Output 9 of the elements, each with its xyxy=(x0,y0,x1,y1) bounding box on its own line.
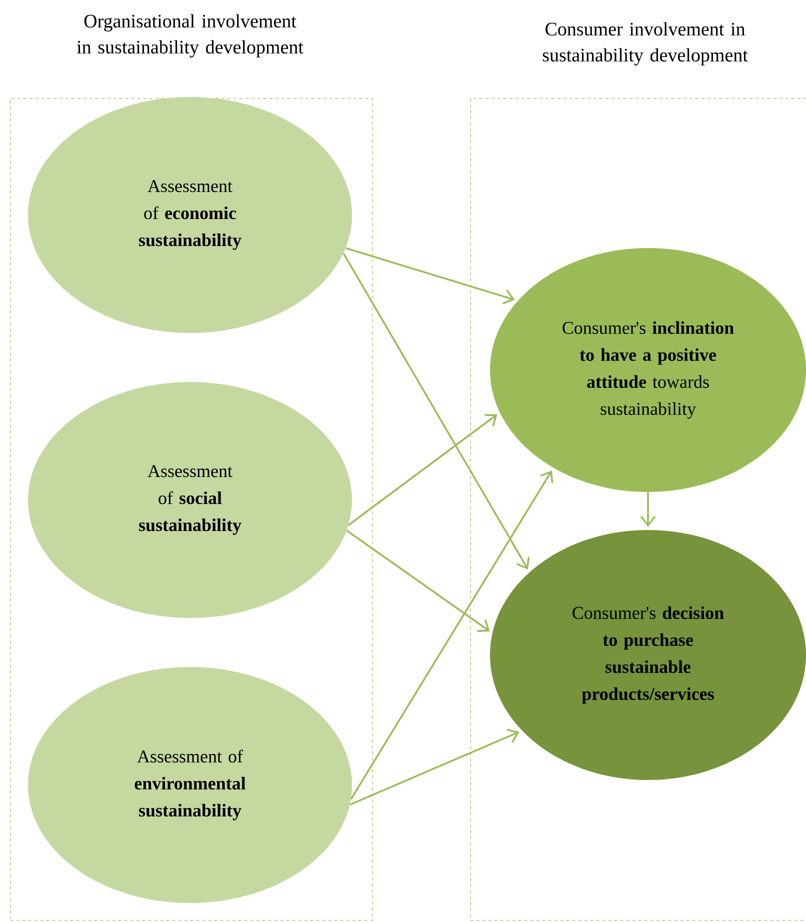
arrow xyxy=(342,252,530,570)
arrow xyxy=(350,470,554,800)
node-label: Organisational involvement in sustainability development xyxy=(76,14,304,58)
arrow xyxy=(348,414,498,526)
arrow xyxy=(346,530,490,632)
arrow xyxy=(345,247,515,304)
arrow xyxy=(350,728,520,806)
node-label: Consumer involvement in sustainability development xyxy=(542,22,748,66)
arrow xyxy=(640,492,656,527)
